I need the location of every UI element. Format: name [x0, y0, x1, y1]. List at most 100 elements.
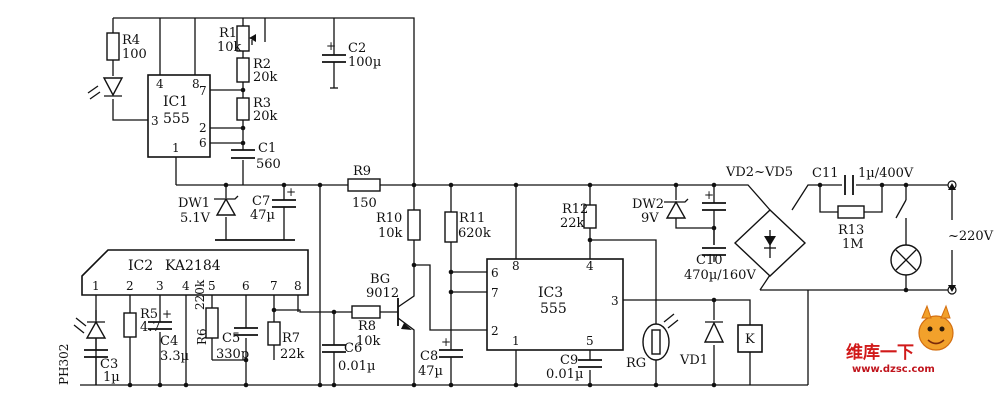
c6-capacitor: C6 0.01µ: [322, 341, 375, 374]
c1-capacitor: C1 560: [231, 141, 281, 172]
c6-value: 0.01µ: [338, 359, 375, 374]
r5-name: R5: [140, 307, 158, 322]
ic3-555: 8 4 6 7 3 2 1 5 IC3 555: [486, 258, 624, 351]
bridge-name: VD2~VD5: [725, 165, 793, 180]
c9-name: C9: [560, 353, 578, 368]
r12-value: 22k: [560, 216, 585, 231]
vd1-diode: VD1: [679, 321, 725, 368]
relay-name: K: [745, 332, 755, 347]
svg-text:+: +: [326, 39, 336, 53]
ic2-pin-6: 6: [242, 279, 250, 293]
lamp: [890, 244, 922, 276]
c5-name: C5: [222, 331, 240, 346]
r9-resistor: R9 150: [347, 164, 381, 211]
c8-value: 47µ: [418, 364, 443, 379]
r4-name: R4: [122, 33, 140, 48]
r12-name: R12: [562, 202, 588, 217]
c10-name: C10: [696, 253, 723, 268]
r4-resistor: R4 100: [106, 32, 147, 62]
ic2-pin-2: 2: [126, 279, 134, 293]
ph302-photodiode: PH302: [57, 317, 107, 385]
led-indicator: [87, 77, 124, 100]
ic2-pin-3: 3: [156, 279, 164, 293]
c4-name: C4: [160, 334, 178, 349]
r3-resistor: R3 20k: [236, 96, 278, 124]
ic2-ka2184: IC2 KA2184 1 2 3 4 5 6 7 8: [81, 249, 309, 296]
dw2-name: DW2: [632, 197, 664, 212]
c3-name: C3: [100, 357, 118, 372]
ic3-pin-5: 5: [586, 334, 594, 348]
site-watermark: 维库一下 www.dzsc.com: [846, 304, 954, 375]
c7-capacitor: + C7 47µ: [250, 185, 296, 223]
bg-transistor: BG 9012: [366, 272, 412, 330]
dw1-name: DW1: [178, 196, 210, 211]
c8-capacitor: + C8 47µ: [418, 335, 463, 379]
r3-value: 20k: [253, 109, 278, 124]
ic2-name: IC2: [128, 258, 153, 274]
c2-name: C2: [348, 41, 366, 56]
ic2-pin-7: 7: [270, 279, 278, 293]
vd1-name: VD1: [679, 353, 708, 368]
ic1-part: 555: [163, 111, 190, 127]
r6-value: 220k: [193, 279, 207, 310]
dw1-value: 5.1V: [180, 211, 211, 226]
ic2-pin-8: 8: [294, 279, 302, 293]
r8-name: R8: [358, 319, 376, 334]
ic3-part: 555: [540, 301, 567, 317]
c11-capacitor: C11 1µ/400V: [812, 166, 914, 195]
c2-value: 100µ: [348, 55, 381, 70]
r7-resistor: R7 22k: [267, 321, 305, 362]
watermark-url: www.dzsc.com: [852, 364, 935, 375]
junctions: [127, 87, 909, 388]
ic2-pin-4: 4: [182, 279, 190, 293]
c6-name: C6: [344, 341, 362, 356]
ic1-pin-3: 3: [151, 114, 159, 128]
ic3-pin-2: 2: [491, 324, 499, 338]
r2-value: 20k: [253, 70, 278, 85]
mains-terminals: ~220V: [947, 180, 994, 295]
r11-name: R11: [459, 211, 485, 226]
r11-resistor: R11 620k: [444, 211, 491, 243]
ic1-pin-4: 4: [156, 77, 164, 91]
svg-text:+: +: [162, 307, 172, 321]
bridge-rectifier: VD2~VD5: [725, 165, 807, 277]
ic2-pin-1: 1: [92, 279, 100, 293]
rg-name: RG: [626, 356, 646, 371]
r6-resistor: R6 220k: [193, 279, 219, 345]
c7-name: C7: [252, 194, 270, 209]
svg-text:+: +: [441, 335, 451, 349]
r2-name: R2: [253, 57, 271, 72]
r5-resistor: R5 4.7: [123, 307, 161, 338]
c11-value: 1µ/400V: [858, 166, 914, 181]
r3-name: R3: [253, 96, 271, 111]
dw2-zener-diode: DW2 9V: [632, 197, 689, 226]
dw1-zener-diode: DW1 5.1V: [178, 195, 239, 226]
ic3-pin-7: 7: [491, 286, 499, 300]
r13-resistor: R13 1M: [837, 205, 865, 252]
c4-capacitor: + C4 3.3µ: [148, 307, 189, 364]
ic1-pin-8: 8: [192, 77, 200, 91]
r9-name: R9: [353, 164, 371, 179]
svg-text:+: +: [286, 185, 296, 199]
c5-value: 330p: [216, 347, 249, 362]
c1-value: 560: [256, 157, 281, 172]
c9-capacitor: C9 0.01µ: [546, 353, 602, 382]
c3-value: 1µ: [103, 370, 120, 385]
ic1-pin-1: 1: [172, 141, 180, 155]
r10-resistor: R10 10k: [376, 209, 421, 241]
r6-name: R6: [195, 328, 209, 345]
ic1-pin-2: 2: [199, 121, 207, 135]
r7-name: R7: [282, 331, 300, 346]
r2-resistor: R2 20k: [236, 57, 278, 85]
ic3-pin-8: 8: [512, 259, 520, 273]
c8-name: C8: [420, 349, 438, 364]
r13-name: R13: [838, 223, 864, 238]
bg-name: BG: [370, 272, 390, 287]
r5-value: 4.7: [140, 320, 161, 335]
r9-value: 150: [352, 196, 377, 211]
c1-name: C1: [258, 141, 276, 156]
r1-name: R1: [219, 26, 237, 41]
r8-value: 10k: [356, 334, 381, 349]
relay-coil: K: [737, 324, 763, 353]
